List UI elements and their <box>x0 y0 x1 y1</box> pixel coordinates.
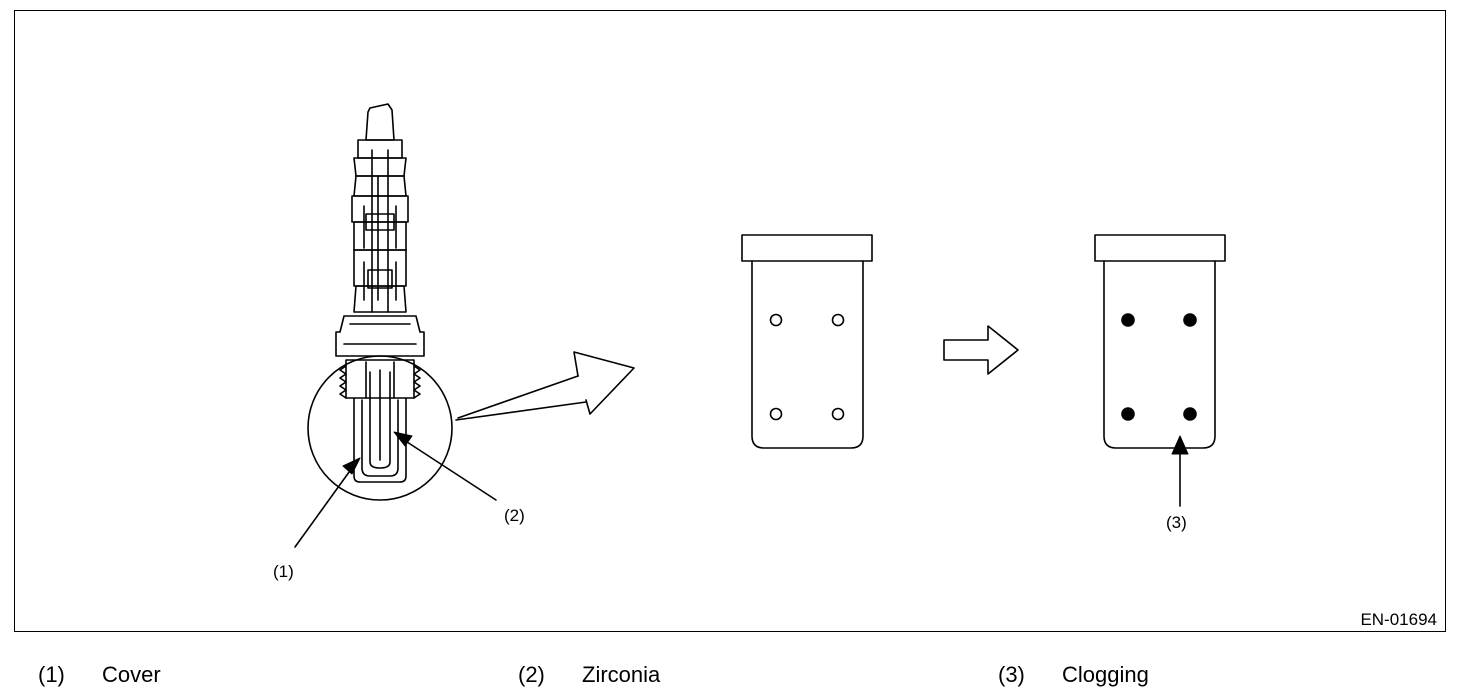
callout-label-zirconia: (2) <box>504 506 525 525</box>
legend-label: Clogging <box>1062 662 1149 687</box>
open-hole-icon <box>831 407 845 421</box>
magnify-pointer-arrow <box>573 351 635 415</box>
figure-id: EN-01694 <box>1360 610 1437 629</box>
legend-item-zirconia: (2) Zirconia <box>518 662 660 688</box>
figure-frame <box>14 10 1446 632</box>
callout-2-arrowhead <box>393 431 413 447</box>
callout-1-leader <box>294 467 353 548</box>
open-hole-icon <box>831 313 845 327</box>
legend-label: Zirconia <box>582 662 661 687</box>
legend-number: (3) <box>998 662 1025 687</box>
clean-element-illustration <box>741 234 873 449</box>
legend-number: (1) <box>38 662 65 687</box>
legend-item-cover: (1) Cover <box>38 662 161 688</box>
clogged-element-illustration <box>1094 234 1226 449</box>
legend-item-clogging: (3) Clogging <box>998 662 1149 688</box>
clogged-hole-icon <box>1121 407 1135 421</box>
legend-label: Cover <box>102 662 161 687</box>
open-hole-icon <box>769 313 783 327</box>
callout-label-clogging: (3) <box>1166 513 1187 532</box>
callout-3-arrowhead <box>1171 435 1189 455</box>
callout-1-arrowhead <box>342 457 361 475</box>
callout-label-cover: (1) <box>273 562 294 581</box>
oxygen-sensor-illustration <box>307 103 587 501</box>
transition-arrow-icon <box>943 325 1019 375</box>
callout-2-leader <box>403 439 497 501</box>
clogged-hole-icon <box>1183 313 1197 327</box>
clogged-hole-icon <box>1183 407 1197 421</box>
open-hole-icon <box>769 407 783 421</box>
legend-number: (2) <box>518 662 545 687</box>
clogged-hole-icon <box>1121 313 1135 327</box>
